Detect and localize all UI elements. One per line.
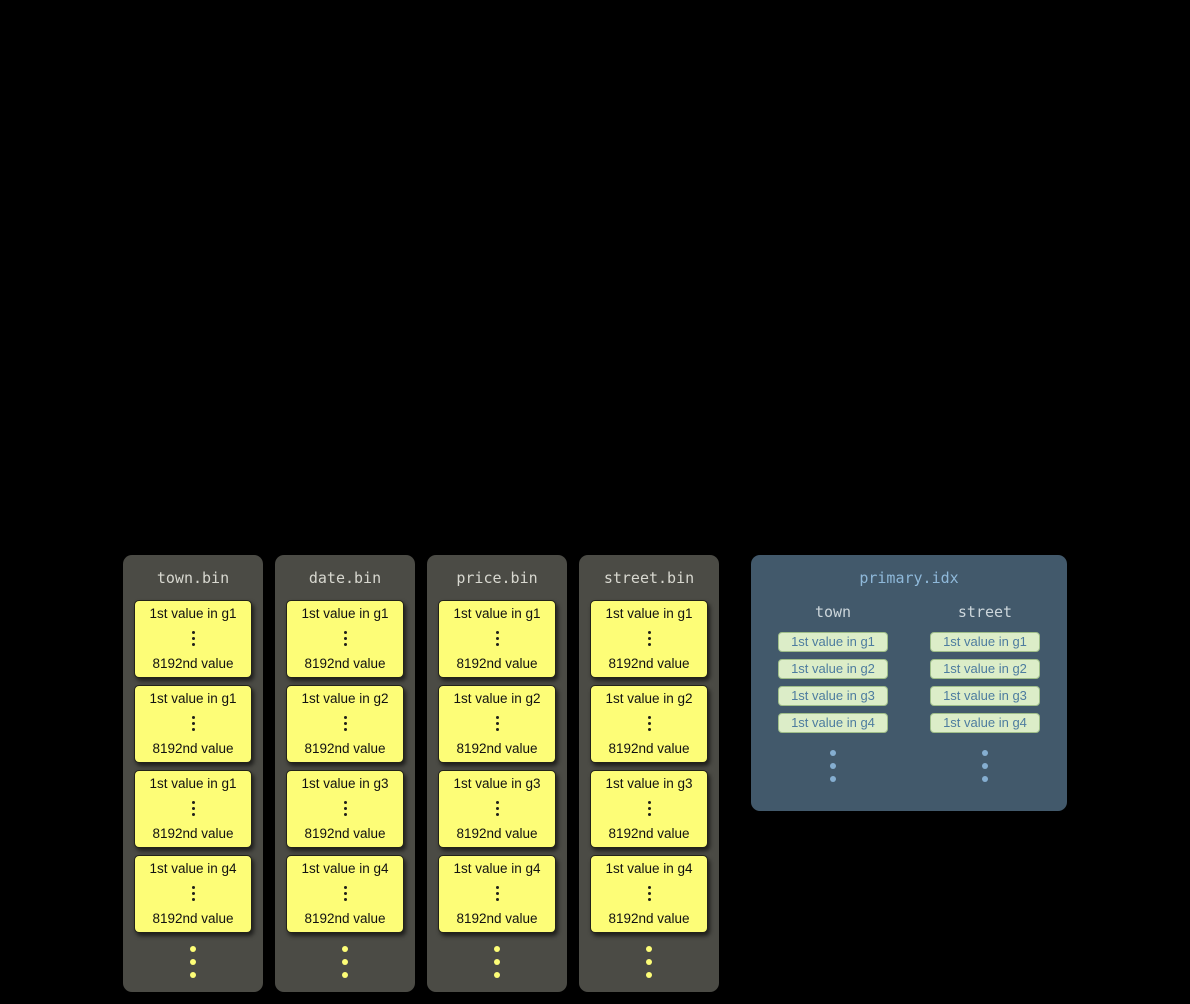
granule-block: 1st value in g1 8192nd value [286,600,404,678]
granule-block-list: 1st value in g1 8192nd value 1st value i… [275,600,415,933]
granule-last-value: 8192nd value [304,741,386,756]
bin-file-town: town.bin 1st value in g1 8192nd value 1s… [123,555,263,992]
granule-first-value: 1st value in g1 [149,691,237,706]
vertical-ellipsis-icon [343,715,347,733]
vertical-ellipsis-icon [191,630,195,648]
index-entry: 1st value in g4 [930,713,1040,733]
granule-block-list: 1st value in g1 8192nd value 1st value i… [123,600,263,933]
vertical-ellipsis-icon [191,715,195,733]
bin-file-title: street.bin [603,569,695,587]
vertical-ellipsis-icon [830,746,836,785]
index-column-header: town [814,603,852,621]
granule-last-value: 8192nd value [152,656,234,671]
vertical-ellipsis-icon [647,630,651,648]
granule-block: 1st value in g3 8192nd value [286,770,404,848]
vertical-ellipsis-icon [495,630,499,648]
vertical-ellipsis-icon [275,942,415,981]
granule-block-list: 1st value in g1 8192nd value 1st value i… [579,600,719,933]
granule-first-value: 1st value in g1 [605,606,693,621]
vertical-ellipsis-icon [343,885,347,903]
vertical-ellipsis-icon [647,715,651,733]
vertical-ellipsis-icon [427,942,567,981]
index-entry: 1st value in g3 [930,686,1040,706]
granule-first-value: 1st value in g4 [453,861,541,876]
granule-first-value: 1st value in g1 [453,606,541,621]
granule-last-value: 8192nd value [456,826,538,841]
granule-last-value: 8192nd value [608,911,690,926]
index-entry: 1st value in g2 [930,659,1040,679]
bin-file-title: town.bin [156,569,230,587]
granule-last-value: 8192nd value [456,656,538,671]
granule-first-value: 1st value in g3 [301,776,389,791]
granule-last-value: 8192nd value [456,741,538,756]
index-entry: 1st value in g4 [778,713,888,733]
vertical-ellipsis-icon [191,800,195,818]
granule-block: 1st value in g2 8192nd value [438,685,556,763]
granule-first-value: 1st value in g2 [301,691,389,706]
bin-file-price: price.bin 1st value in g1 8192nd value 1… [427,555,567,992]
granule-first-value: 1st value in g4 [149,861,237,876]
granule-block: 1st value in g4 8192nd value [286,855,404,933]
granule-block: 1st value in g1 8192nd value [134,685,252,763]
primary-index-columns: town 1st value in g1 1st value in g2 1st… [751,587,1067,785]
granule-block: 1st value in g1 8192nd value [590,600,708,678]
vertical-ellipsis-icon [495,715,499,733]
granule-block: 1st value in g1 8192nd value [134,600,252,678]
vertical-ellipsis-icon [123,942,263,981]
granule-first-value: 1st value in g3 [605,776,693,791]
bin-file-street: street.bin 1st value in g1 8192nd value … [579,555,719,992]
vertical-ellipsis-icon [495,885,499,903]
granule-last-value: 8192nd value [608,656,690,671]
granule-last-value: 8192nd value [152,741,234,756]
index-entry: 1st value in g2 [778,659,888,679]
vertical-ellipsis-icon [982,746,988,785]
granule-last-value: 8192nd value [608,826,690,841]
granule-block: 1st value in g1 8192nd value [438,600,556,678]
granule-first-value: 1st value in g1 [301,606,389,621]
index-entry: 1st value in g1 [778,632,888,652]
granule-block: 1st value in g4 8192nd value [590,855,708,933]
granule-last-value: 8192nd value [608,741,690,756]
granule-last-value: 8192nd value [304,656,386,671]
granule-block: 1st value in g4 8192nd value [134,855,252,933]
vertical-ellipsis-icon [343,630,347,648]
vertical-ellipsis-icon [647,885,651,903]
granule-last-value: 8192nd value [456,911,538,926]
granule-block-list: 1st value in g1 8192nd value 1st value i… [427,600,567,933]
granule-block: 1st value in g3 8192nd value [590,770,708,848]
index-entry: 1st value in g1 [930,632,1040,652]
granule-first-value: 1st value in g3 [453,776,541,791]
bin-file-title: date.bin [308,569,382,587]
granule-last-value: 8192nd value [152,826,234,841]
bin-file-date: date.bin 1st value in g1 8192nd value 1s… [275,555,415,992]
granule-block: 1st value in g2 8192nd value [286,685,404,763]
index-entry: 1st value in g3 [778,686,888,706]
primary-index-title: primary.idx [859,569,959,587]
vertical-ellipsis-icon [495,800,499,818]
granule-last-value: 8192nd value [152,911,234,926]
granule-last-value: 8192nd value [304,826,386,841]
vertical-ellipsis-icon [647,800,651,818]
index-column-street: street 1st value in g1 1st value in g2 1… [909,587,1061,785]
granule-block: 1st value in g4 8192nd value [438,855,556,933]
vertical-ellipsis-icon [579,942,719,981]
vertical-ellipsis-icon [191,885,195,903]
vertical-ellipsis-icon [343,800,347,818]
granule-first-value: 1st value in g1 [149,606,237,621]
granule-first-value: 1st value in g1 [149,776,237,791]
granule-first-value: 1st value in g4 [605,861,693,876]
primary-index-panel: primary.idx town 1st value in g1 1st val… [751,555,1067,811]
granule-first-value: 1st value in g2 [605,691,693,706]
granule-block: 1st value in g1 8192nd value [134,770,252,848]
granule-first-value: 1st value in g4 [301,861,389,876]
granule-block: 1st value in g3 8192nd value [438,770,556,848]
index-column-header: street [957,603,1013,621]
bin-file-title: price.bin [456,569,538,587]
index-column-town: town 1st value in g1 1st value in g2 1st… [757,587,909,785]
granule-block: 1st value in g2 8192nd value [590,685,708,763]
granule-last-value: 8192nd value [304,911,386,926]
granule-first-value: 1st value in g2 [453,691,541,706]
